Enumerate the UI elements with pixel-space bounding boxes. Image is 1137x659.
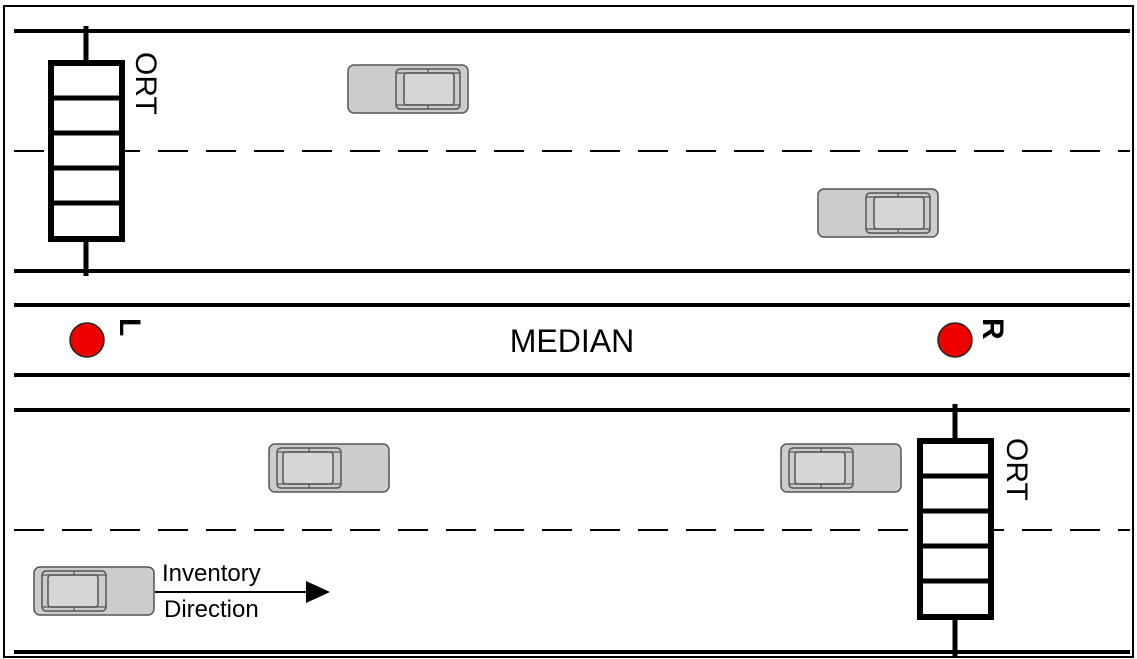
left-marker-dot bbox=[69, 322, 105, 358]
ort-bottom-label: ORT bbox=[1000, 438, 1033, 501]
diagram-frame bbox=[3, 5, 1134, 658]
car-top-1 bbox=[347, 64, 469, 114]
car-bottom-1 bbox=[268, 443, 390, 493]
car-top-2 bbox=[817, 188, 939, 238]
ort-top-label: ORT bbox=[129, 52, 162, 115]
right-marker-label: R bbox=[976, 318, 1009, 340]
direction-label: Direction bbox=[164, 596, 259, 623]
left-marker-label: L bbox=[113, 318, 146, 336]
median-label: MEDIAN bbox=[510, 323, 634, 359]
ort-top-marker bbox=[48, 26, 125, 276]
inventory-label: Inventory bbox=[162, 560, 261, 587]
ort-bottom-marker bbox=[917, 404, 994, 658]
car-bottom-2 bbox=[780, 443, 902, 493]
car-bottom-3 bbox=[33, 566, 155, 616]
inventory-direction-arrow bbox=[155, 581, 330, 603]
right-marker-dot bbox=[937, 322, 973, 358]
